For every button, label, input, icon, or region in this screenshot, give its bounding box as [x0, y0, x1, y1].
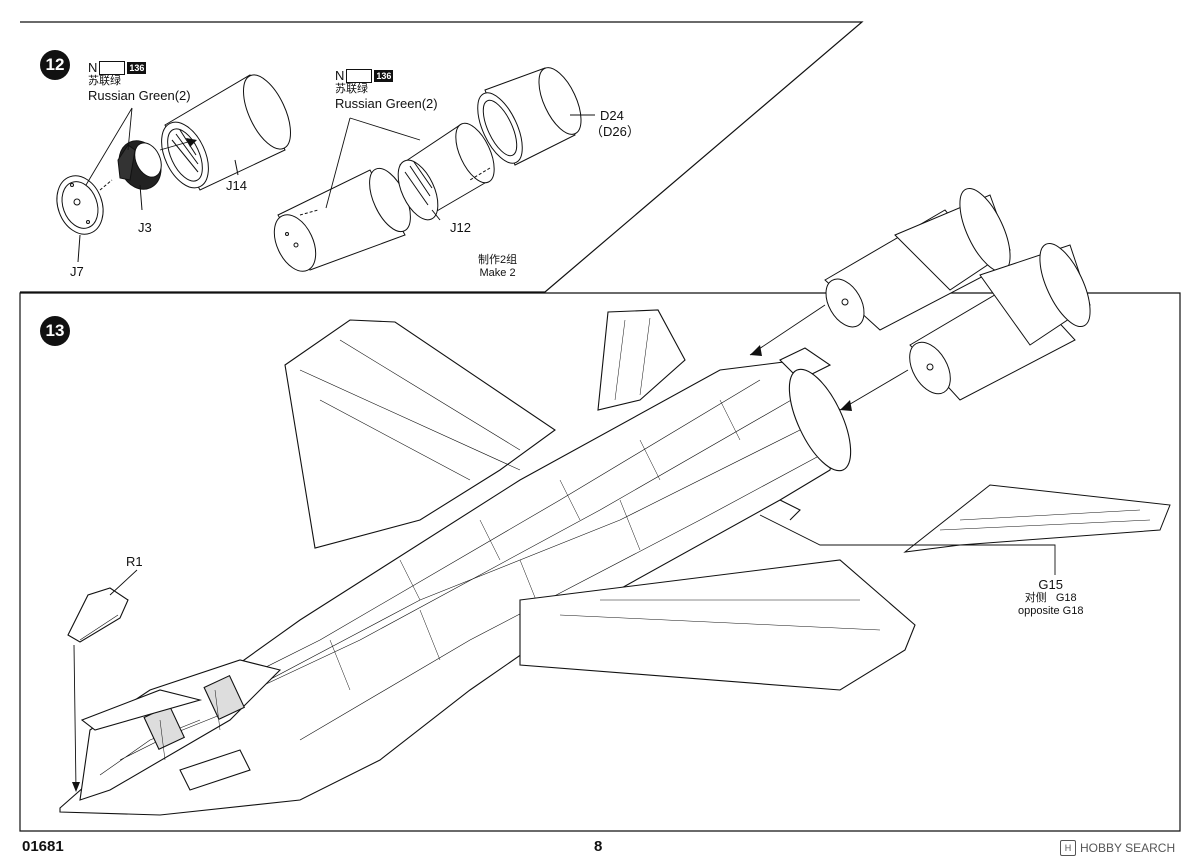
- part-j7-drawing: [49, 169, 111, 240]
- watermark-text: HOBBY SEARCH: [1080, 841, 1176, 855]
- aircraft-drawing: [60, 310, 915, 815]
- paint-name-en-b: Russian Green(2): [335, 96, 438, 111]
- part-label-j14: J14: [226, 178, 247, 193]
- part-label-j7: J7: [70, 264, 84, 279]
- step-13-number: 13: [45, 321, 65, 340]
- part-d24-drawing: [469, 62, 590, 170]
- part-label-r1: R1: [126, 554, 143, 569]
- paint-chip-b: N 136: [335, 68, 438, 83]
- paint-swatch-a: [99, 60, 126, 75]
- part-g15-drawing: [905, 485, 1170, 552]
- watermark-logo-icon: H: [1060, 840, 1076, 856]
- part-j3-drawing: [111, 134, 168, 196]
- paint-callout-a: N 136 苏联绿 Russian Green(2): [88, 60, 191, 103]
- step-13-badge: 13: [40, 316, 70, 346]
- step-12-badge: 12: [40, 50, 70, 80]
- part-r1-drawing: [68, 588, 128, 642]
- engine-cans-drawing: [818, 182, 1100, 401]
- hobby-search-watermark: H HOBBY SEARCH: [1060, 840, 1175, 856]
- paint-code-b: N: [335, 68, 345, 83]
- paint-name-cn-a: 苏联绿: [88, 75, 121, 87]
- g15-callout: G15 对侧 G18 opposite G18: [1018, 577, 1083, 618]
- paint-code-a: N: [88, 60, 98, 75]
- paint-callout-b: N 136 苏联绿 Russian Green(2): [335, 68, 438, 111]
- step-12-number: 12: [45, 55, 65, 74]
- kit-code: 01681: [22, 838, 64, 855]
- g15-opposite-cn: 对侧: [1024, 592, 1047, 604]
- paint-name-cn-b: 苏联绿: [335, 83, 368, 95]
- paint-chip-a: N 136: [88, 60, 191, 75]
- g15-opposite-en: opposite G18: [1018, 605, 1084, 617]
- paint-num-a: 136: [127, 61, 147, 74]
- step12-frame: [20, 22, 862, 292]
- make-two-note: 制作2组 Make 2: [478, 254, 517, 280]
- paint-name-en-a: Russian Green(2): [88, 88, 191, 103]
- step13-frame: [20, 293, 1180, 831]
- g15-opposite-line: 对侧 G18: [1018, 592, 1083, 605]
- make-two-en: Make 2: [479, 267, 516, 279]
- part-label-d26: （D26）: [590, 124, 640, 139]
- make-two-cn: 制作2组: [478, 254, 518, 266]
- part-label-j3: J3: [138, 220, 152, 235]
- g15-opposite-part: G18: [1055, 592, 1077, 604]
- part-label-j12: J12: [450, 220, 471, 235]
- page-number: 8: [594, 838, 603, 855]
- paint-num-b: 136: [374, 69, 394, 82]
- part-label-d24: D24: [600, 108, 624, 123]
- part-j14-drawing: [152, 68, 300, 195]
- part-j12-drawing: [266, 118, 502, 278]
- paint-swatch-b: [346, 68, 373, 83]
- part-label-g15: G15: [1038, 577, 1063, 592]
